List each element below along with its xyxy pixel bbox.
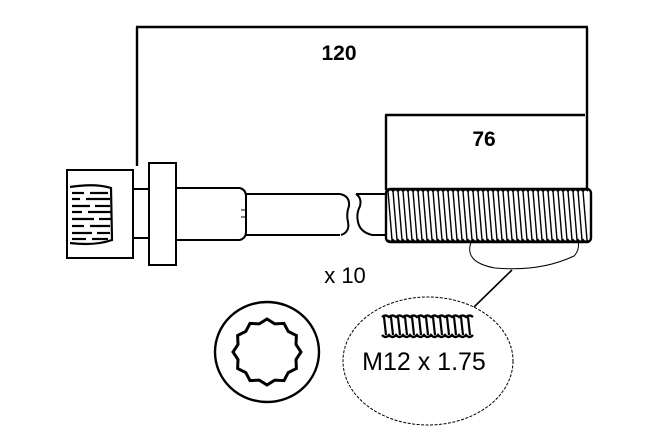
thread-profile-line	[403, 316, 409, 336]
thread-line	[477, 190, 483, 241]
thread-line	[407, 190, 413, 241]
thread-profile-line	[459, 316, 465, 336]
thread-length-label: 76	[472, 128, 495, 151]
thread-profile-line	[417, 316, 423, 336]
thread-line	[462, 190, 468, 241]
thread-profile-line	[445, 316, 451, 336]
thread-profile-line	[410, 316, 416, 336]
quantity-label: x 10	[324, 263, 366, 288]
thread-line	[542, 190, 548, 241]
thread-profile-line	[424, 316, 430, 336]
thread-profile-line	[396, 316, 402, 336]
thread-line	[532, 190, 538, 241]
thread-line	[487, 190, 493, 241]
bolt-shank	[176, 187, 386, 241]
thread-line	[562, 190, 568, 241]
thread-line	[492, 190, 498, 241]
thread-line	[442, 190, 448, 241]
thread-detail-callout: M12 x 1.75	[342, 296, 514, 426]
overall-length-label: 120	[321, 42, 356, 65]
thread-profile-line	[389, 316, 395, 336]
thread-line	[457, 190, 463, 241]
thread-profile-icon	[381, 314, 474, 339]
thread-line	[472, 190, 478, 241]
thread-line	[497, 190, 503, 241]
callout-leader-line	[473, 269, 513, 308]
thread-line	[582, 190, 588, 241]
thread-profile-line	[431, 316, 437, 336]
thread-profile-line	[466, 316, 472, 336]
thread-line	[527, 190, 533, 241]
thread-profile-line	[382, 316, 388, 336]
thread-line	[397, 190, 403, 241]
thread-line	[422, 190, 428, 241]
thread-line	[432, 190, 438, 241]
thread-line	[552, 190, 558, 241]
spline-drive-icon	[69, 184, 114, 246]
thread-line	[577, 190, 583, 241]
thread-length-bracket	[384, 113, 585, 190]
thread-line	[387, 190, 393, 241]
thread-line	[507, 190, 513, 241]
thread-line	[537, 190, 543, 241]
thread-line	[427, 190, 433, 241]
thread-line	[447, 190, 453, 241]
thread-profile-line	[438, 316, 444, 336]
thread-line	[557, 190, 563, 241]
thread-line	[517, 190, 523, 241]
thread-line	[452, 190, 458, 241]
thread-line	[467, 190, 473, 241]
thread-line	[572, 190, 578, 241]
thread-callout-marker	[469, 239, 579, 270]
thread-line	[392, 190, 398, 241]
thread-line	[567, 190, 573, 241]
thread-line	[417, 190, 423, 241]
overall-length-bracket	[135, 25, 589, 190]
thread-profile-line	[452, 316, 458, 336]
bolt-head	[66, 169, 149, 259]
thread-line	[482, 190, 488, 241]
thread-line	[402, 190, 408, 241]
thread-spec-label: M12 x 1.75	[362, 348, 486, 376]
bolt-flange	[148, 162, 177, 266]
thread-profile-edge	[381, 333, 474, 339]
thread-profile-edge	[381, 314, 474, 319]
thread-line	[547, 190, 553, 241]
bolt-thread	[384, 187, 593, 244]
thread-line	[412, 190, 418, 241]
thread-line	[437, 190, 443, 241]
thread-line	[502, 190, 508, 241]
thread-line	[512, 190, 518, 241]
thread-line	[522, 190, 528, 241]
bolt-head-top-view	[213, 300, 321, 404]
